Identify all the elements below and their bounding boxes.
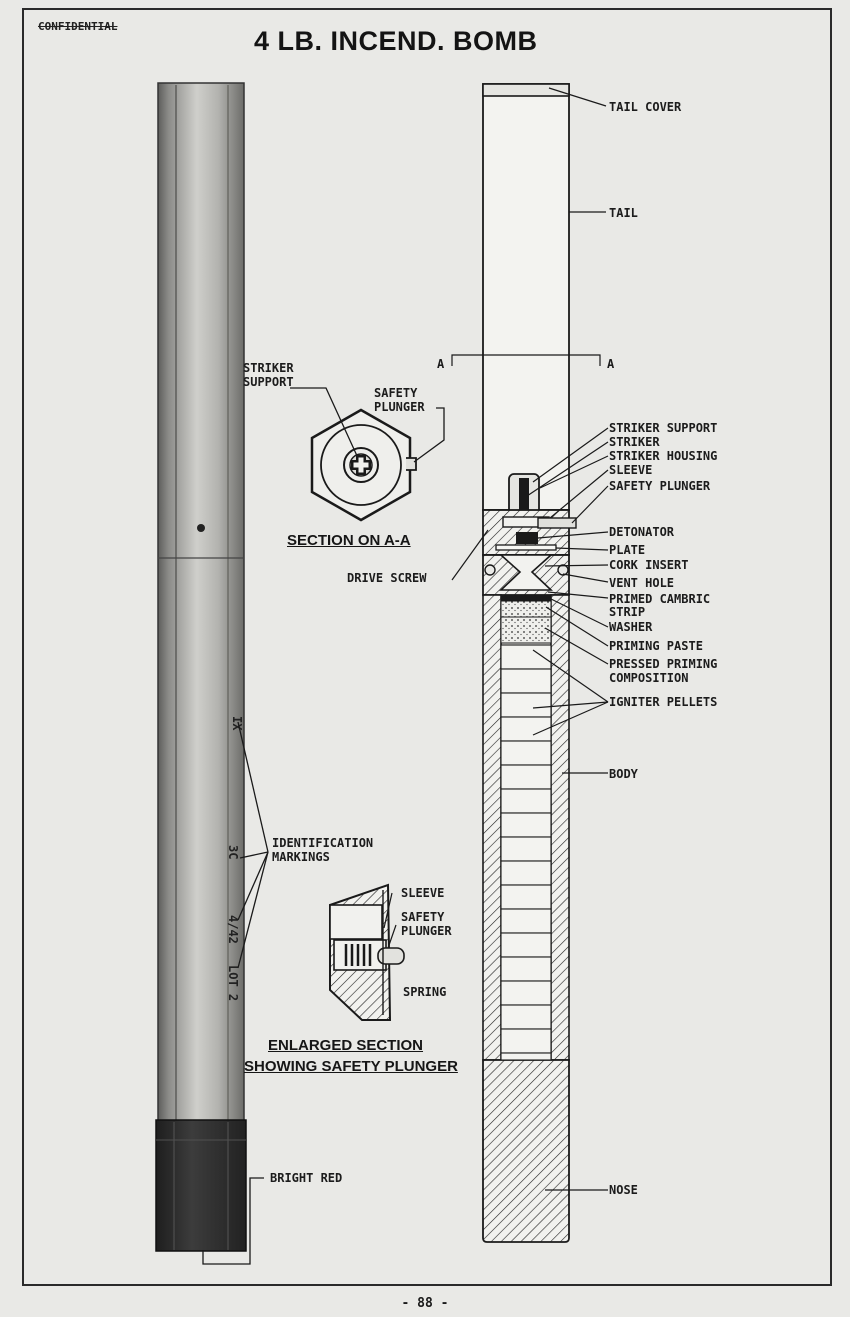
label-striker-support: STRIKER SUPPORT xyxy=(609,421,718,435)
label-identification-markings-1: IDENTIFICATION xyxy=(272,836,374,850)
enlarged-caption-line2: SHOWING SAFETY PLUNGER xyxy=(244,1058,458,1075)
label-primed-cambric-strip-2: STRIP xyxy=(609,605,646,619)
label-detonator: DETONATOR xyxy=(609,525,675,539)
page-border xyxy=(22,8,832,1286)
igniter-pellet xyxy=(500,692,552,718)
bomb-exterior xyxy=(155,82,247,1252)
pressed-priming-composition xyxy=(500,616,552,644)
label-drive-screw: DRIVE SCREW xyxy=(347,571,427,585)
label-striker: STRIKER xyxy=(609,435,660,449)
label-plate: PLATE xyxy=(609,543,646,557)
detonator xyxy=(516,532,538,544)
igniter-pellet xyxy=(500,716,552,742)
label-pressed-priming-composition-2: COMPOSITION xyxy=(609,671,689,685)
section-marker-left: A xyxy=(437,357,445,371)
label-sleeve: SLEEVE xyxy=(609,463,653,477)
label-safety-plunger: SAFETY PLUNGER xyxy=(609,479,711,493)
label-vent-hole: VENT HOLE xyxy=(609,576,675,590)
section-aa-leaders xyxy=(290,387,445,463)
label-enlarged-spring: SPRING xyxy=(403,985,447,999)
classification-stamp: CONFIDENTIAL xyxy=(38,20,118,33)
igniter-pellet xyxy=(500,740,552,766)
plate xyxy=(495,544,557,551)
tail xyxy=(482,83,570,511)
igniter-pellet xyxy=(500,908,552,934)
section-aa-hexagon xyxy=(310,408,417,522)
igniter-pellet xyxy=(500,956,552,982)
enlarged-caption-line1: ENLARGED SECTION xyxy=(268,1037,424,1054)
enlarged-leaders xyxy=(383,892,397,949)
section-aa-caption: SECTION ON A-A xyxy=(287,532,411,549)
igniter-pellet xyxy=(500,860,552,886)
cork-insert xyxy=(498,554,554,591)
label-bright-red: BRIGHT RED xyxy=(270,1171,343,1185)
label-striker-housing: STRIKER HOUSING xyxy=(609,449,718,463)
label-enlarged-safety-plunger-1: SAFETY xyxy=(401,910,445,924)
igniter-pellet xyxy=(500,1004,552,1030)
label-enlarged-sleeve: SLEEVE xyxy=(401,886,445,900)
label-identification-markings-2: MARKINGS xyxy=(272,850,330,864)
label-pressed-priming-composition-1: PRESSED PRIMING xyxy=(609,657,718,671)
bright-red-nose xyxy=(155,1119,247,1252)
igniter-pellet xyxy=(500,812,552,838)
identification-stencils: IX 3C 4/42 LOT 2 xyxy=(226,716,244,1001)
label-body: BODY xyxy=(609,767,638,781)
page-title: 4 LB. INCEND. BOMB xyxy=(254,26,538,56)
label-tail: TAIL xyxy=(609,206,638,220)
label-washer: WASHER xyxy=(609,620,653,634)
priming-paste xyxy=(500,600,552,618)
label-cork-insert: CORK INSERT xyxy=(609,558,689,572)
label-enlarged-safety-plunger-2: PLUNGER xyxy=(401,924,452,938)
label-striker-support-aa-1: STRIKER xyxy=(243,361,294,375)
stencil-ix: IX xyxy=(230,716,244,731)
label-nose: NOSE xyxy=(609,1183,638,1197)
label-primed-cambric-strip-1: PRIMED CAMBRIC xyxy=(609,592,711,606)
igniter-pellet xyxy=(500,1028,552,1054)
section-marker-right: A xyxy=(607,357,615,371)
label-priming-paste: PRIMING PASTE xyxy=(609,639,703,653)
nose xyxy=(482,1059,570,1243)
igniter-pellet xyxy=(500,932,552,958)
cross-section-leaders xyxy=(451,87,609,1191)
igniter-pellet xyxy=(500,788,552,814)
igniter-pellet xyxy=(500,668,552,694)
igniter-pellet xyxy=(500,764,552,790)
label-igniter-pellets: IGNITER PELLETS xyxy=(609,695,718,709)
igniter-pellets xyxy=(500,644,552,1061)
washer xyxy=(501,595,551,601)
stencil-date: 4/42 xyxy=(226,915,240,944)
tail-cover xyxy=(482,83,570,97)
igniter-pellet xyxy=(500,980,552,1006)
safety-plunger xyxy=(537,517,577,529)
igniter-pellet xyxy=(500,1052,552,1061)
label-tail-cover: TAIL COVER xyxy=(609,100,682,114)
igniter-pellet xyxy=(500,836,552,862)
enlarged-safety-plunger xyxy=(329,883,405,1021)
stencil-3c: 3C xyxy=(226,845,240,859)
stencil-lot: LOT 2 xyxy=(226,965,240,1001)
bomb-cross-section xyxy=(451,83,601,1243)
body-wall-left xyxy=(482,594,502,1061)
identification-leaders xyxy=(202,721,269,1265)
page-number: - 88 - xyxy=(401,1296,449,1311)
label-striker-support-aa-2: SUPPORT xyxy=(243,375,294,389)
igniter-pellet xyxy=(500,884,552,910)
label-safety-plunger-aa-2: PLUNGER xyxy=(374,400,425,414)
label-safety-plunger-aa-1: SAFETY xyxy=(374,386,418,400)
